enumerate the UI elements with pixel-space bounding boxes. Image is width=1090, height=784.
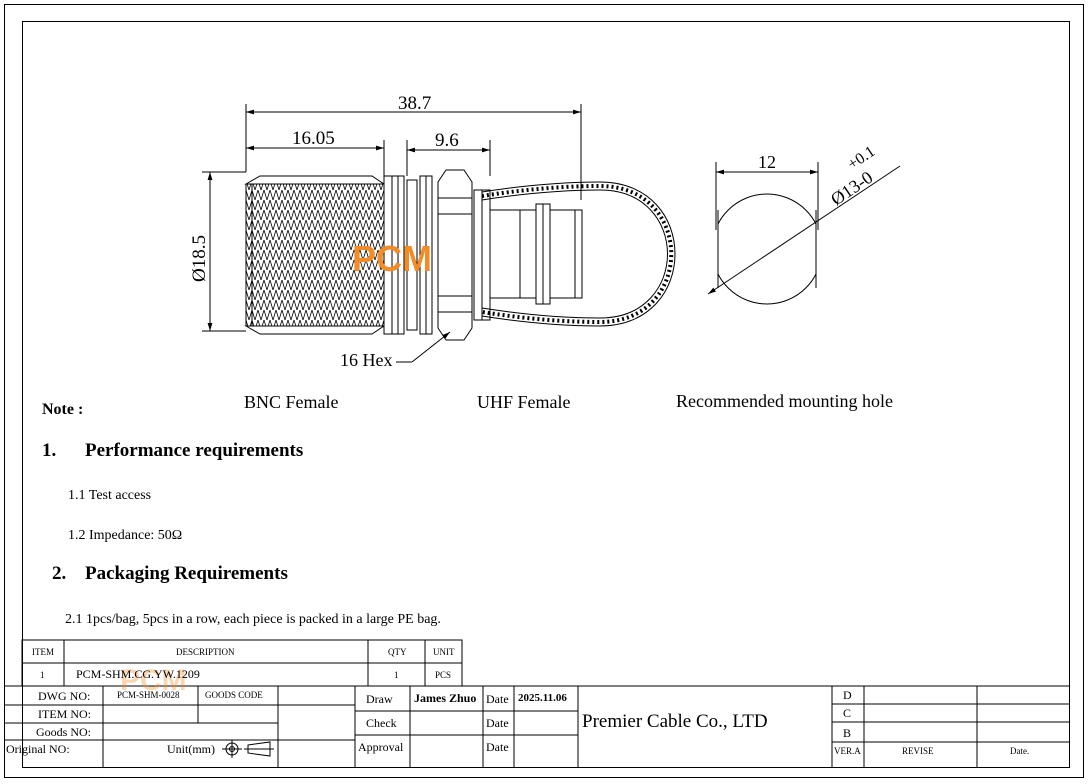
caption-uhf: UHF Female bbox=[477, 392, 571, 412]
original-no-label: Original NO: bbox=[6, 742, 70, 756]
dust-cap-loop bbox=[481, 181, 676, 327]
drawing-border bbox=[22, 21, 1070, 768]
bom-row-description: PCM-SHM.CG.YW.1209 bbox=[76, 667, 200, 681]
pcm-logo-faint: PCM bbox=[120, 664, 187, 697]
pcm-logo-watermark: PCM bbox=[352, 238, 432, 279]
dwg-no-label: DWG NO: bbox=[38, 689, 91, 703]
revision-c: C bbox=[843, 706, 852, 720]
section-1-number: 1. bbox=[42, 440, 57, 461]
hex-callout-leader bbox=[396, 331, 451, 363]
bom-header-unit: UNIT bbox=[433, 647, 455, 657]
bom-header-qty: QTY bbox=[388, 647, 407, 657]
check-label: Check bbox=[366, 716, 397, 730]
approval-date-label: Date bbox=[486, 740, 509, 754]
revision-d: D bbox=[843, 688, 852, 702]
bom-row-qty: 1 bbox=[394, 670, 399, 680]
requirement-1-1: 1.1 Test access bbox=[68, 488, 152, 503]
draw-date: 2025.11.06 bbox=[518, 692, 567, 704]
bom-row-item: 1 bbox=[40, 670, 45, 680]
note-label: Note : bbox=[42, 401, 84, 418]
requirement-1-2: 1.2 Impedance: 50Ω bbox=[68, 528, 183, 543]
section-2-title: Packaging Requirements bbox=[85, 563, 288, 584]
caption-bnc: BNC Female bbox=[244, 392, 339, 412]
title-block-grid bbox=[4, 685, 1070, 768]
mounting-hole bbox=[707, 162, 901, 305]
draw-date-label: Date bbox=[486, 692, 509, 706]
rev-date-label: Date. bbox=[1010, 746, 1030, 756]
revision-b: B bbox=[843, 726, 852, 740]
company-name: Premier Cable Co., LTD bbox=[582, 711, 768, 732]
bnc-threaded-body bbox=[244, 175, 405, 335]
hole-diameter-text: Ø13-0 bbox=[827, 167, 876, 209]
dimension-hex-width bbox=[406, 140, 491, 176]
dimension-hex-width-text: 9.6 bbox=[435, 130, 459, 151]
bom-header-description: DESCRIPTION bbox=[176, 647, 235, 657]
hex-callout-text: 16 Hex bbox=[340, 350, 393, 370]
requirement-2-1: 2.1 1pcs/bag, 5pcs in a row, each piece … bbox=[65, 612, 441, 627]
section-1-title: Performance requirements bbox=[85, 440, 304, 461]
dimension-diameter bbox=[202, 171, 246, 332]
draw-label: Draw bbox=[366, 692, 393, 706]
unit-label: Unit(mm) bbox=[167, 742, 215, 756]
outer-border bbox=[4, 4, 1084, 778]
caption-mounting: Recommended mounting hole bbox=[676, 391, 893, 411]
projection-symbol-icon bbox=[222, 740, 274, 758]
dwg-no-value: PCM-SHM-0028 bbox=[117, 690, 180, 700]
bom-header-item: ITEM bbox=[32, 647, 54, 657]
goods-code-label: GOODS CODE bbox=[205, 690, 263, 700]
dimension-bnc-length bbox=[246, 140, 385, 176]
check-date-label: Date bbox=[486, 716, 509, 730]
approval-label: Approval bbox=[358, 740, 404, 754]
hex-nut-assembly bbox=[406, 169, 491, 341]
ver-label: VER.A bbox=[834, 746, 861, 756]
bom-row-unit: PCS bbox=[435, 670, 452, 680]
dimension-bnc-length-text: 16.05 bbox=[292, 128, 335, 149]
dimension-overall-length bbox=[245, 104, 582, 200]
draw-name: James Zhuo bbox=[414, 691, 477, 705]
dimension-diameter-text: Ø18.5 bbox=[189, 235, 210, 282]
item-no-label: ITEM NO: bbox=[38, 707, 91, 721]
revise-label: REVISE bbox=[902, 746, 934, 756]
hole-width-text: 12 bbox=[758, 152, 776, 172]
section-2-number: 2. bbox=[52, 563, 67, 584]
goods-no-label: Goods NO: bbox=[36, 725, 92, 739]
dimension-overall-length-text: 38.7 bbox=[398, 93, 431, 114]
uhf-barrel bbox=[489, 203, 583, 305]
